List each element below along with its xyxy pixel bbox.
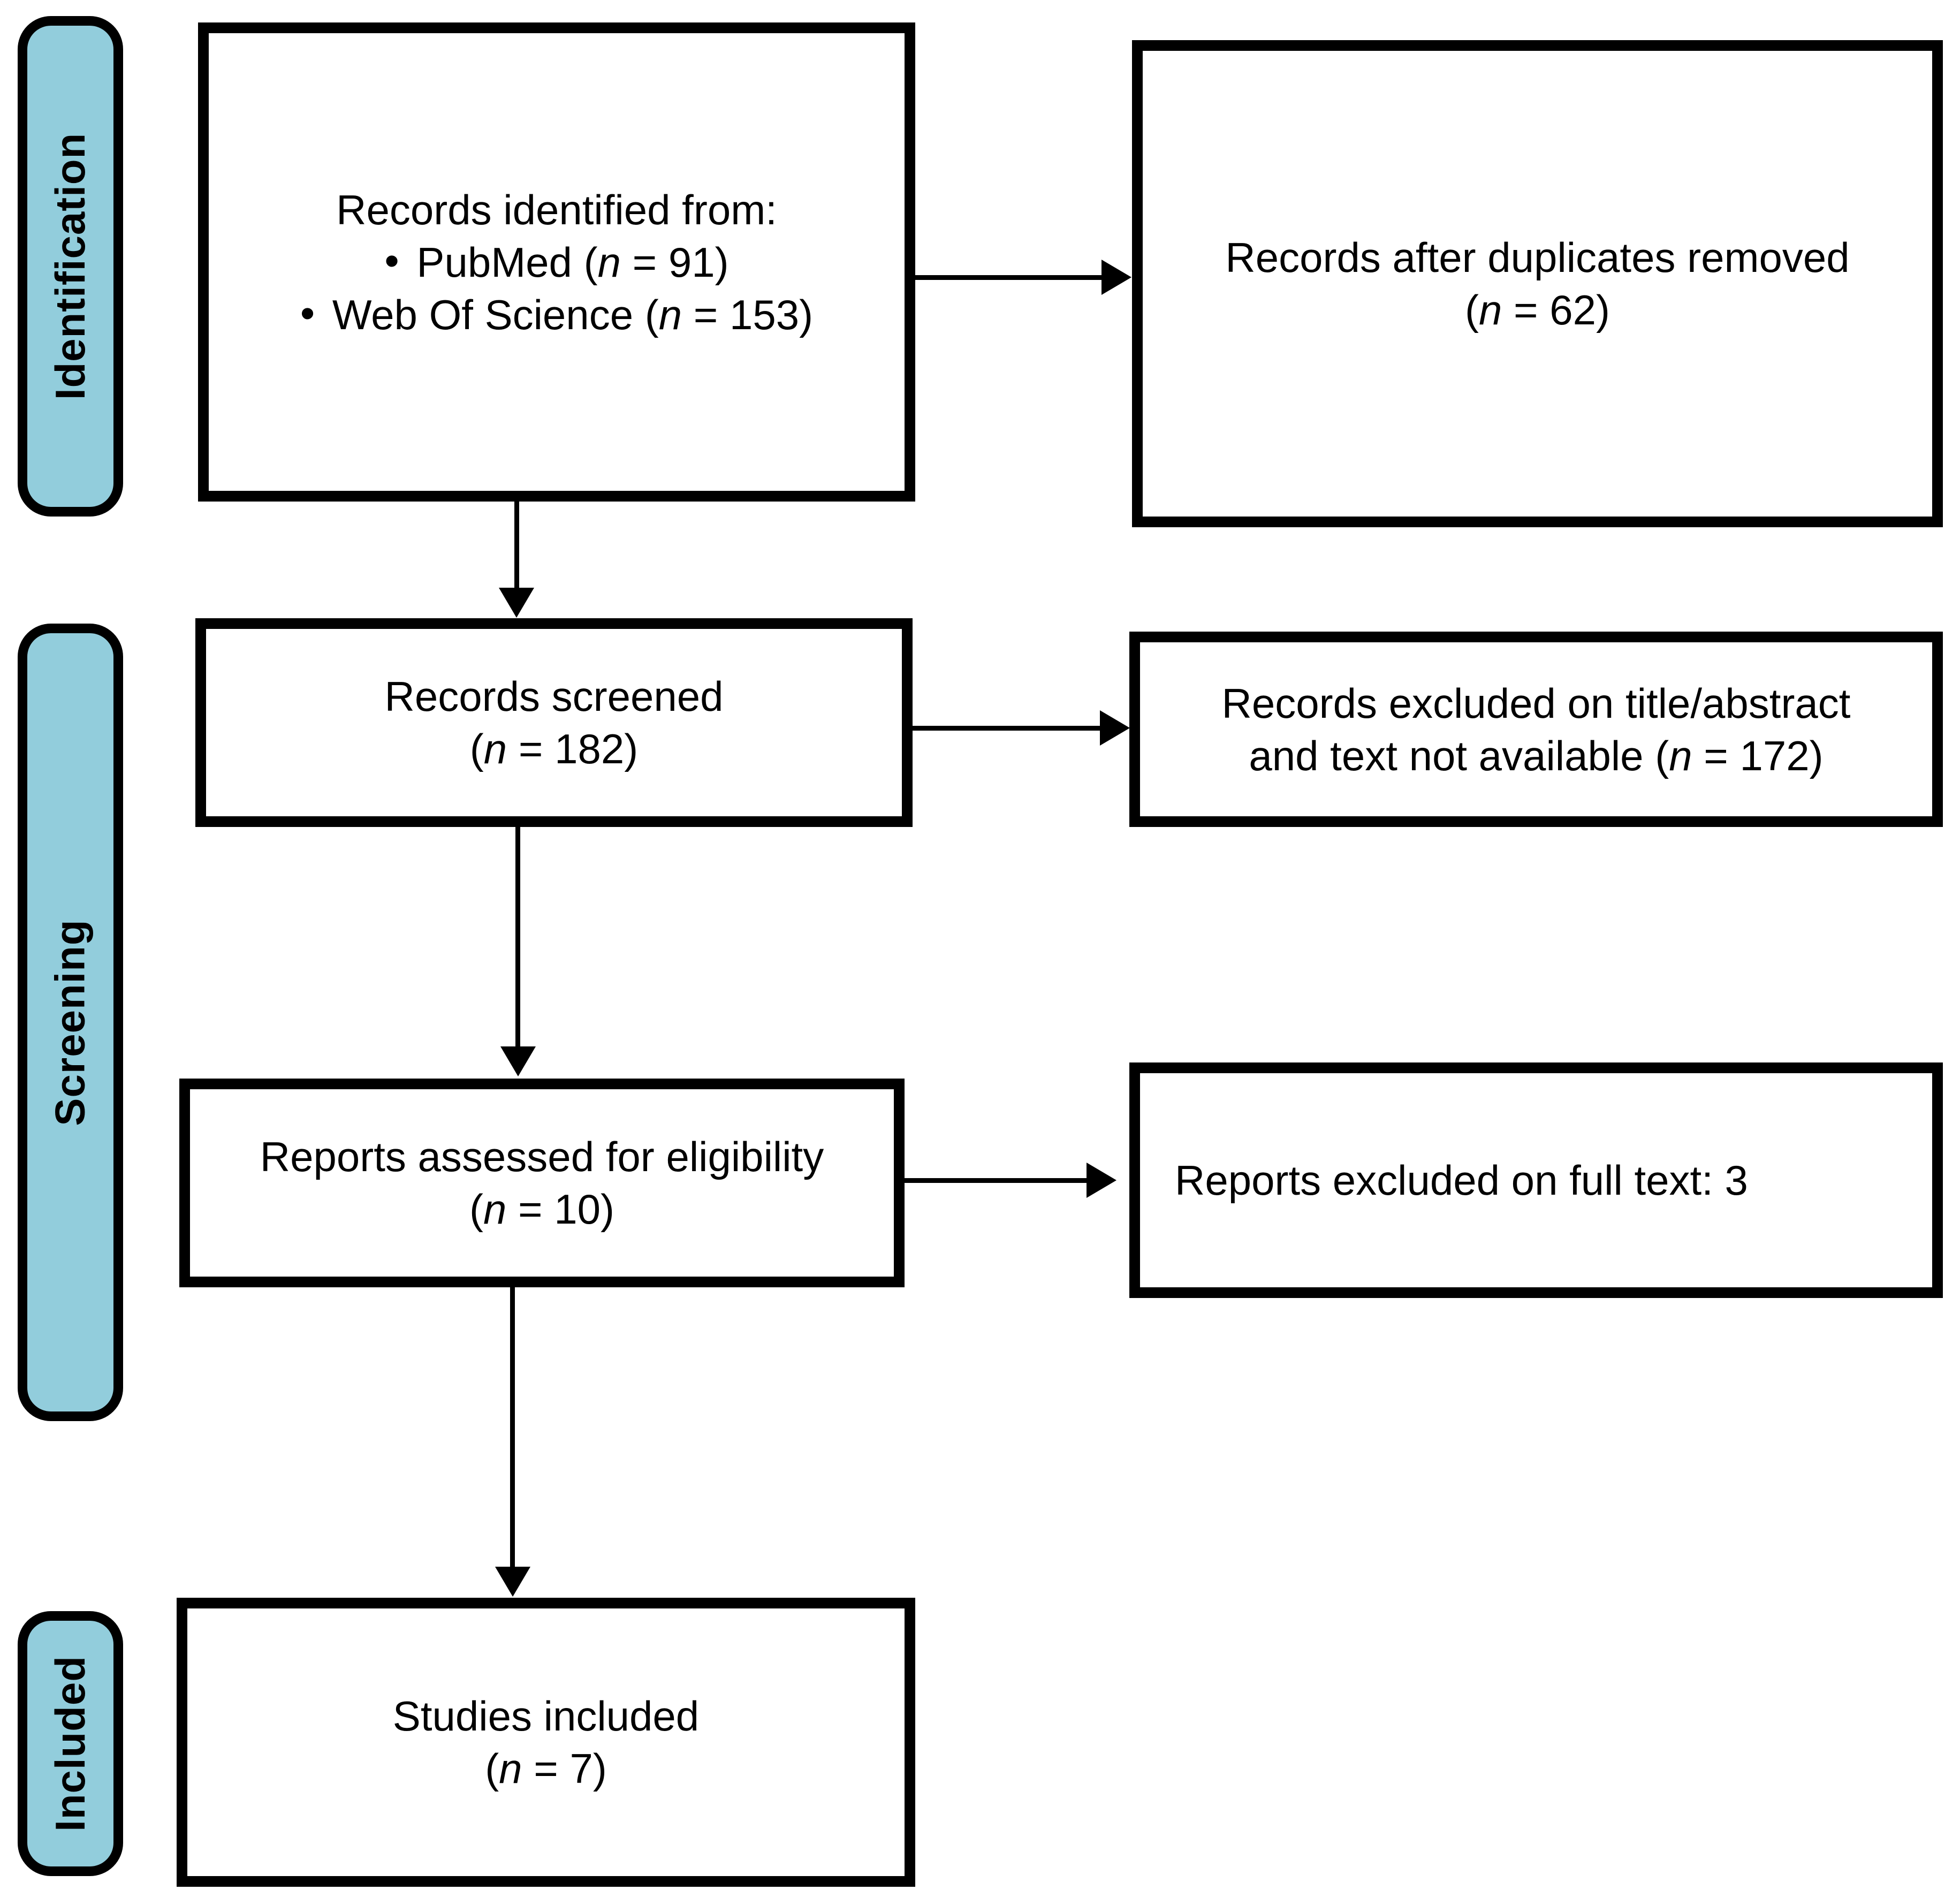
arrowhead-down-icon	[500, 1046, 536, 1076]
bullet-text-pubmed: PubMed (n = 91)	[416, 239, 728, 286]
text-part: = 153)	[682, 291, 814, 338]
box-reports-excluded-fulltext: Reports excluded on full text: 3	[1129, 1062, 1943, 1298]
text-part: (	[469, 725, 484, 772]
arrow-line	[515, 827, 520, 1046]
text-part: (	[469, 1186, 483, 1233]
box-duplicates-removed: Records after duplicates removed (n = 62…	[1132, 40, 1943, 527]
arrowhead-right-icon	[1101, 260, 1131, 295]
stage-pill-screening: Screening	[18, 624, 123, 1421]
box-studies-included: Studies included (n = 7)	[177, 1598, 915, 1887]
n-symbol: n	[1669, 732, 1692, 779]
stage-label-identification: Identification	[47, 132, 94, 400]
text-part: Web Of Science (	[332, 291, 659, 338]
arrow-line	[905, 1178, 1087, 1183]
stage-pill-identification: Identification	[18, 16, 123, 517]
records-screened-count: (n = 182)	[470, 723, 638, 775]
text-part: = 182)	[507, 725, 639, 772]
reports-assessed-count: (n = 10)	[469, 1183, 614, 1235]
records-identified-title: Records identified from:	[336, 186, 777, 233]
bullet-text-web-of-science: Web Of Science (n = 153)	[332, 291, 813, 338]
text-part: = 172)	[1692, 732, 1824, 779]
stage-label-screening: Screening	[47, 919, 94, 1126]
n-symbol: n	[597, 238, 621, 286]
text-part: = 7)	[522, 1745, 607, 1792]
arrow-line	[514, 500, 519, 588]
box-records-screened: Records screened (n = 182)	[195, 618, 913, 827]
bullet-item-pubmed: • PubMed (n = 91)	[384, 236, 728, 289]
text-part: = 62)	[1502, 286, 1610, 333]
records-excluded-line2: and text not available (n = 172)	[1249, 730, 1823, 782]
text-part: = 91)	[620, 238, 729, 286]
stage-pill-included: Included	[18, 1611, 123, 1876]
n-symbol: n	[1478, 286, 1502, 333]
studies-included-line: Studies included	[392, 1692, 700, 1740]
stage-label-included: Included	[47, 1656, 94, 1832]
text-part: PubMed (	[416, 238, 598, 286]
reports-assessed-line: Reports assessed for eligibility	[260, 1133, 824, 1180]
box-records-excluded-screening: Records excluded on title/abstract and t…	[1129, 632, 1943, 827]
arrowhead-down-icon	[495, 1567, 530, 1597]
n-symbol: n	[483, 725, 507, 772]
bullet-item-web-of-science: • Web Of Science (n = 153)	[300, 289, 813, 341]
text-part: and text not available (	[1249, 732, 1669, 779]
n-symbol: n	[658, 291, 682, 338]
arrow-line	[914, 275, 1101, 280]
arrowhead-down-icon	[499, 588, 534, 618]
box-records-identified: Records identified from: •PubMed (n = 91…	[198, 22, 915, 502]
text-part: (	[1464, 286, 1479, 333]
studies-included-count: (n = 7)	[485, 1742, 607, 1795]
duplicates-removed-count: (n = 62)	[1465, 284, 1610, 336]
n-symbol: n	[483, 1186, 507, 1233]
n-symbol: n	[499, 1745, 522, 1792]
bullet-icon: •	[384, 237, 399, 284]
reports-excluded-fulltext-line: Reports excluded on full text: 3	[1175, 1157, 1748, 1204]
arrowhead-right-icon	[1100, 710, 1130, 746]
arrow-line	[913, 726, 1100, 731]
text-part: (	[485, 1745, 499, 1792]
box-reports-assessed: Reports assessed for eligibility (n = 10…	[179, 1079, 905, 1287]
text-part: = 10)	[506, 1186, 614, 1233]
arrow-line	[510, 1287, 515, 1567]
arrowhead-right-icon	[1087, 1163, 1116, 1198]
bullet-icon: •	[300, 289, 315, 337]
duplicates-removed-line: Records after duplicates removed	[1225, 234, 1850, 281]
records-excluded-line1: Records excluded on title/abstract	[1221, 679, 1851, 727]
records-screened-line: Records screened	[384, 673, 724, 720]
